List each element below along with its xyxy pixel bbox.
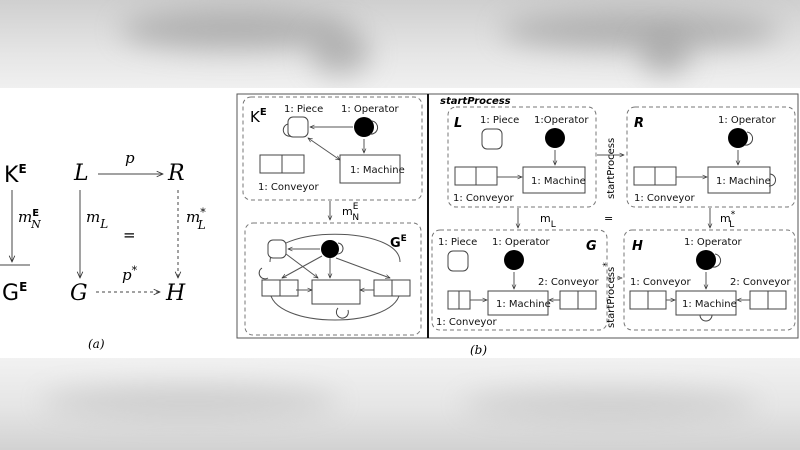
H-conveyor1-label: 1: Conveyor	[630, 277, 691, 288]
G-operator-label: 1: Operator	[492, 237, 551, 248]
box-G: G 1: Piece 1: Operator 1: Machine 1: Con…	[431, 229, 608, 331]
rule-title: startProcess	[440, 96, 511, 107]
GE-machine	[311, 279, 361, 305]
KE-title: KE	[250, 107, 267, 126]
outer-frame	[236, 93, 799, 339]
H-title: H	[632, 239, 643, 254]
R-operator-label: 1: Operator	[718, 115, 777, 126]
G-piece	[447, 250, 469, 272]
L-piece	[481, 128, 503, 150]
L-operator	[545, 128, 565, 148]
label-mL-star: m*L	[186, 206, 206, 232]
diagram-b: (b) startProcess KE 1: Piece 1: Operator…	[236, 93, 799, 357]
label-mL: mL	[86, 208, 108, 231]
L-operator-label: 1:Operator	[534, 115, 589, 126]
H-operator	[696, 250, 716, 270]
blurred-top-band	[0, 0, 800, 92]
label-p-star: p*	[122, 264, 138, 284]
G-operator	[504, 250, 524, 270]
node-R: R	[167, 161, 185, 186]
KE-operator-label: 1: Operator	[341, 104, 400, 115]
L-conveyor-label: 1: Conveyor	[453, 193, 514, 204]
R-operator	[728, 128, 748, 148]
blurred-shape	[40, 386, 340, 416]
node-G: G	[70, 281, 88, 306]
R-title: R	[634, 116, 644, 131]
blurred-shape	[640, 35, 690, 75]
H-machine-label: 1: Machine	[682, 299, 737, 310]
box-KE: KE 1: Piece 1: Operator 1: Machine 1: Co…	[242, 96, 423, 201]
H-machine	[675, 290, 737, 316]
KE-piece-label: 1: Piece	[284, 104, 323, 115]
G-conveyor2-label: 2: Conveyor	[538, 277, 599, 288]
box-H: H 1: Operator 1: Machine 1: Conveyor 2: …	[623, 229, 796, 331]
blurred-shape	[500, 12, 780, 50]
caption-a: (a)	[88, 337, 105, 351]
KE-operator	[354, 117, 374, 137]
KE-machine	[339, 154, 401, 184]
node-KE: KE	[4, 162, 27, 188]
box-GE: GE	[244, 222, 422, 336]
R-conveyor-label: 1: Conveyor	[634, 193, 695, 204]
blurred-bottom-band	[0, 356, 800, 450]
G-piece-label: 1: Piece	[438, 237, 477, 248]
R-machine	[707, 166, 771, 194]
KE-machine-label: 1: Machine	[350, 165, 405, 176]
GE-operator	[321, 240, 339, 258]
node-GE: GE	[2, 280, 27, 306]
GE-piece	[267, 239, 287, 259]
L-piece-label: 1: Piece	[480, 115, 519, 126]
KE-piece	[287, 116, 309, 138]
node-H: H	[165, 281, 186, 306]
mL-star-label: m*L	[720, 210, 736, 230]
top-arrow-label: startProcess	[606, 138, 617, 199]
H-operator-label: 1: Operator	[684, 237, 743, 248]
G-conveyor1-label: 1: Conveyor	[436, 317, 497, 328]
L-machine	[522, 166, 586, 194]
G-machine-label: 1: Machine	[496, 299, 551, 310]
caption-b: (b)	[470, 343, 487, 357]
L-title: L	[454, 116, 462, 131]
node-L: L	[73, 161, 89, 186]
H-conveyor2-label: 2: Conveyor	[730, 277, 791, 288]
label-p: p	[125, 149, 135, 167]
R-machine-label: 1: Machine	[716, 176, 771, 187]
KE-conveyor-label: 1: Conveyor	[258, 182, 319, 193]
blurred-shape	[310, 30, 370, 75]
mL-label: mL	[540, 212, 556, 230]
box-L: L 1: Piece 1:Operator 1: Machine 1: Conv…	[447, 106, 597, 208]
bottom-arrow-label: startProcess*	[602, 262, 617, 328]
box-R: R 1: Operator 1: Machine 1: Conveyor	[626, 106, 796, 208]
GE-title: GE	[390, 234, 407, 251]
blurred-shape	[460, 390, 760, 418]
equals-b: =	[604, 212, 613, 225]
G-title: G	[586, 239, 597, 254]
equals-sign: =	[123, 226, 136, 244]
G-machine	[487, 290, 549, 316]
L-machine-label: 1: Machine	[531, 176, 586, 187]
